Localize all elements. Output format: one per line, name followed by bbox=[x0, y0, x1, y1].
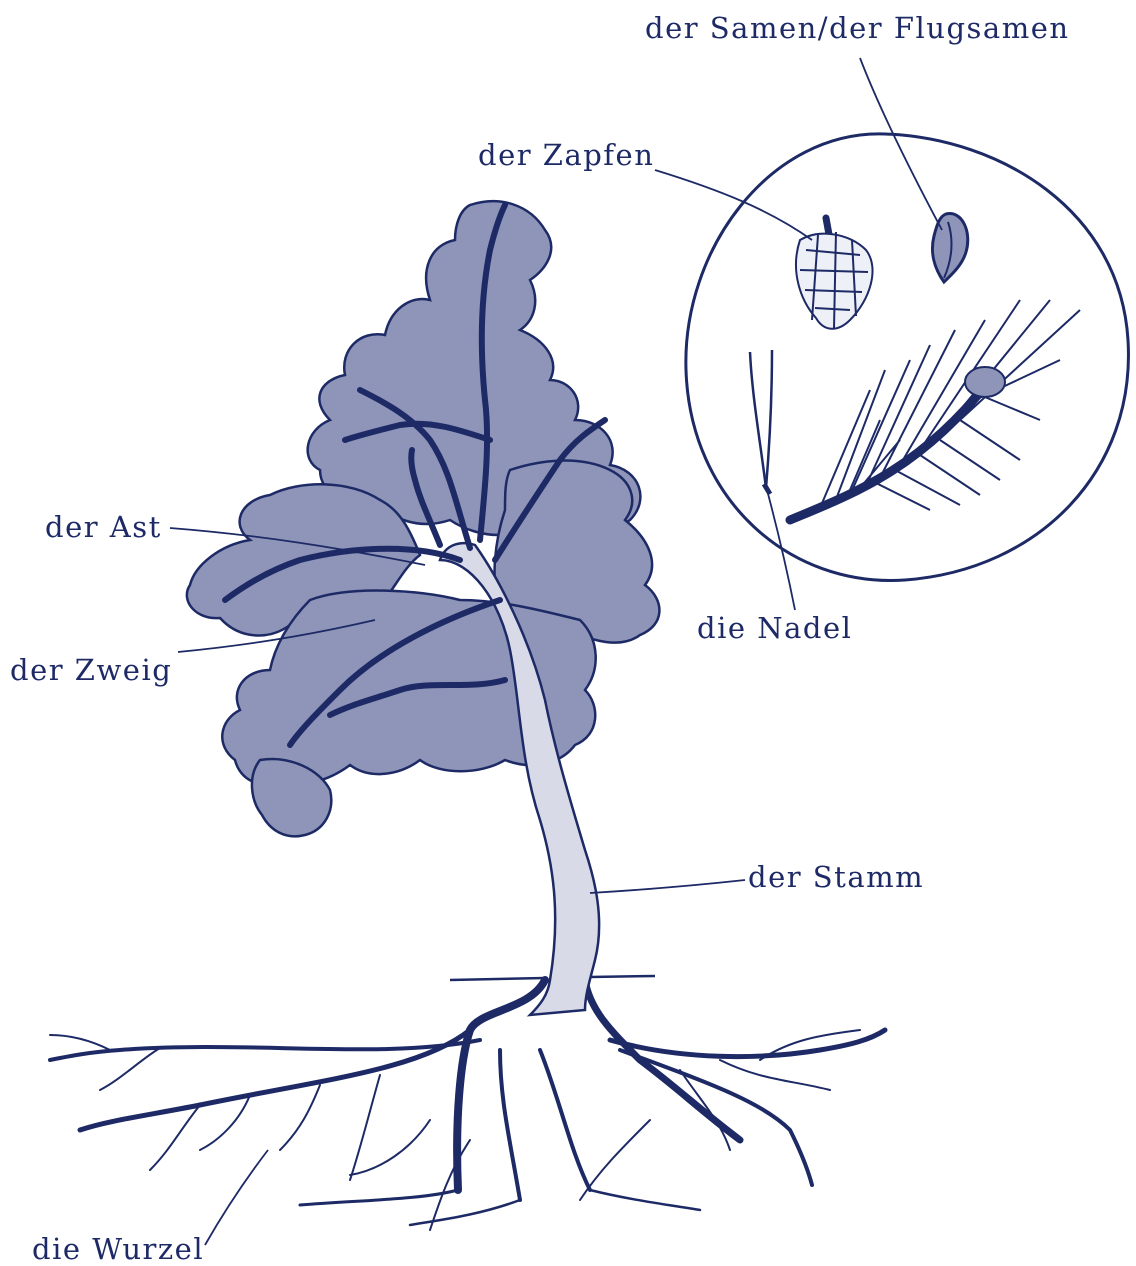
label-needle: die Nadel bbox=[697, 614, 852, 643]
root-system bbox=[50, 980, 885, 1230]
leader-root bbox=[205, 1150, 268, 1245]
label-seed: der Samen/der Flugsamen bbox=[645, 14, 1070, 43]
label-twig: der Zweig bbox=[10, 656, 172, 685]
label-branch: der Ast bbox=[45, 513, 162, 542]
detail-inset bbox=[686, 134, 1129, 581]
label-trunk: der Stamm bbox=[748, 863, 924, 892]
label-cone: der Zapfen bbox=[478, 141, 654, 170]
leader-trunk bbox=[590, 880, 745, 893]
label-root: die Wurzel bbox=[32, 1235, 204, 1264]
detail-circle bbox=[686, 134, 1129, 581]
foliage bbox=[187, 201, 660, 836]
